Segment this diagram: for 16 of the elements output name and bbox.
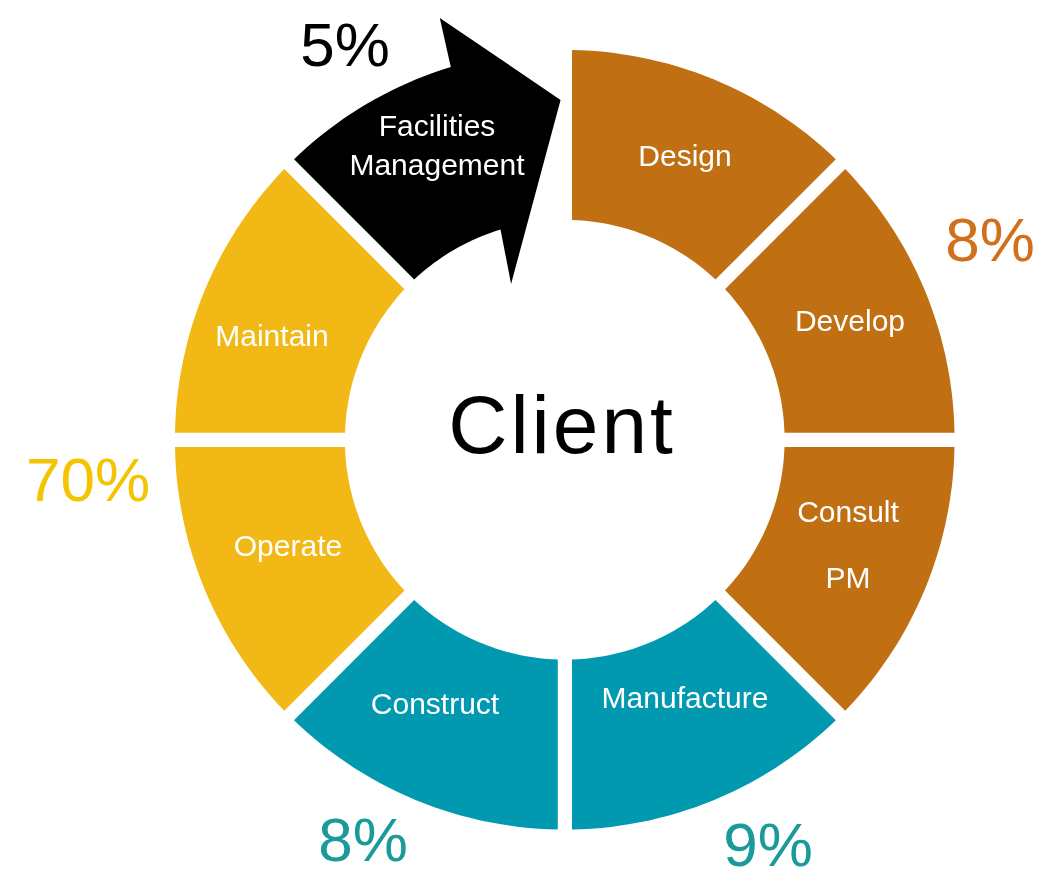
percentage-label: 8% <box>318 809 408 871</box>
segment-label: Develop <box>793 302 906 339</box>
percentage-label: 9% <box>723 814 813 875</box>
segment-label: Maintain <box>214 317 330 354</box>
percentage-label: 8% <box>945 209 1035 271</box>
segment-label: Consult PM <box>796 494 900 596</box>
segment-label: Construct <box>369 685 501 722</box>
arrow-segment <box>294 18 561 284</box>
segment-label: Manufacture <box>600 679 770 716</box>
center-label: Client <box>448 384 676 466</box>
segment-label: Facilities Management <box>348 108 526 183</box>
segment-label: Operate <box>232 527 344 564</box>
percentage-label: 70% <box>25 449 151 511</box>
percentage-label: 5% <box>300 14 390 76</box>
ring-segment <box>572 50 836 280</box>
segment-label: Design <box>637 137 733 174</box>
